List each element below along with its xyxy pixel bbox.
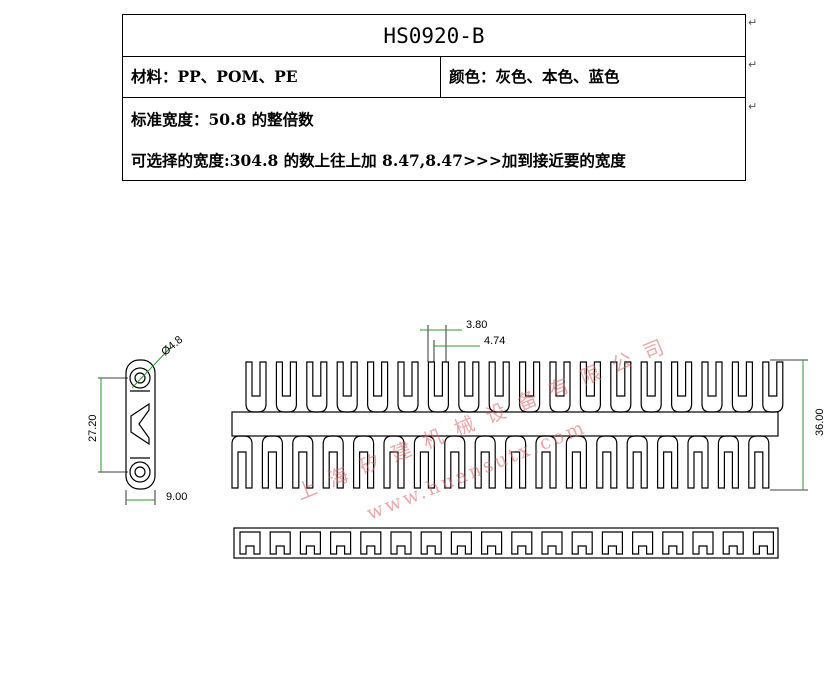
lower-tooth <box>717 435 739 489</box>
bottom-segment <box>420 531 442 555</box>
bottom-segment <box>692 531 714 555</box>
paragraph-mark: ↵ <box>748 100 758 113</box>
pitch-a-label: 3.80 <box>466 319 487 331</box>
lower-tooth <box>687 435 709 489</box>
lower-tooth <box>626 435 648 489</box>
lower-tooth <box>748 435 770 489</box>
upper-tooth <box>549 361 571 413</box>
upper-tooth <box>640 361 662 413</box>
bottom-segment <box>752 531 774 555</box>
upper-tooth <box>367 361 389 413</box>
lower-tooth <box>261 435 283 489</box>
upper-tooth <box>275 361 297 413</box>
upper-tooth <box>731 361 753 413</box>
bottom-segment <box>481 531 503 555</box>
lower-tooth <box>596 435 618 489</box>
bottom-segment <box>330 531 352 555</box>
lower-tooth <box>231 435 253 489</box>
bottom-segment <box>541 531 563 555</box>
lower-tooth <box>565 435 587 489</box>
bottom-segment <box>360 531 382 555</box>
model-title: HS0920-B <box>123 15 745 57</box>
upper-tooth <box>306 361 328 413</box>
watermark-company: 上海矽建机械设备有限公司 <box>293 330 680 505</box>
lower-tooth <box>535 435 557 489</box>
upper-tooth <box>579 361 601 413</box>
lower-tooth <box>322 435 344 489</box>
upper-tooth <box>336 361 358 413</box>
bottom-segment <box>390 531 412 555</box>
bottom-segment <box>662 531 684 555</box>
bottom-segment <box>571 531 593 555</box>
side-view-drawing <box>98 347 171 505</box>
hole-diameter-label: Ø4.8 <box>159 334 185 359</box>
side-height-label: 27.20 <box>87 414 99 442</box>
total-height-label: 36.00 <box>814 408 826 436</box>
paragraph-mark: ↵ <box>748 16 758 29</box>
bottom-segment <box>511 531 533 555</box>
upper-tooth <box>245 361 267 413</box>
lower-tooth <box>474 435 496 489</box>
lower-tooth <box>292 435 314 489</box>
lower-tooth <box>657 435 679 489</box>
bottom-segment <box>632 531 654 555</box>
upper-tooth <box>458 361 480 413</box>
upper-tooth <box>671 361 693 413</box>
material-color-row: 材料：PP、POM、PE 颜色：灰色、本色、蓝色 <box>123 57 745 98</box>
spec-table: HS0920-B 材料：PP、POM、PE 颜色：灰色、本色、蓝色 标准宽度：5… <box>122 14 746 181</box>
upper-tooth <box>762 361 784 413</box>
bottom-segment <box>269 531 291 555</box>
lower-tooth <box>413 435 435 489</box>
color-cell: 颜色：灰色、本色、蓝色 <box>449 67 620 86</box>
lower-tooth <box>353 435 375 489</box>
width-row: 标准宽度：50.8 的整倍数 可选择的宽度:304.8 的数上往上加 8.47,… <box>123 98 745 180</box>
lower-tooth <box>444 435 466 489</box>
upper-tooth <box>610 361 632 413</box>
bottom-segment <box>450 531 472 555</box>
bottom-segment <box>601 531 623 555</box>
selectable-width-text: 可选择的宽度:304.8 的数上往上加 8.47,8.47>>>加到接近要的宽度 <box>131 151 626 170</box>
standard-width-text: 标准宽度：50.8 的整倍数 <box>131 110 314 129</box>
material-cell: 材料：PP、POM、PE <box>123 57 441 97</box>
paragraph-mark: ↵ <box>748 58 758 71</box>
bottom-segment <box>722 531 744 555</box>
front-dimensions <box>420 325 808 491</box>
upper-tooth <box>519 361 541 413</box>
side-width-label: 9.00 <box>166 491 187 503</box>
front-view-drawing <box>231 361 784 489</box>
bottom-segment <box>299 531 321 555</box>
pitch-b-label: 4.74 <box>484 335 505 347</box>
lower-tooth <box>383 435 405 489</box>
lower-tooth <box>505 435 527 489</box>
upper-tooth <box>488 361 510 413</box>
upper-tooth <box>701 361 723 413</box>
bottom-view-drawing <box>233 527 779 559</box>
upper-tooth <box>397 361 419 413</box>
bottom-segment <box>239 531 261 555</box>
upper-tooth <box>427 361 449 413</box>
